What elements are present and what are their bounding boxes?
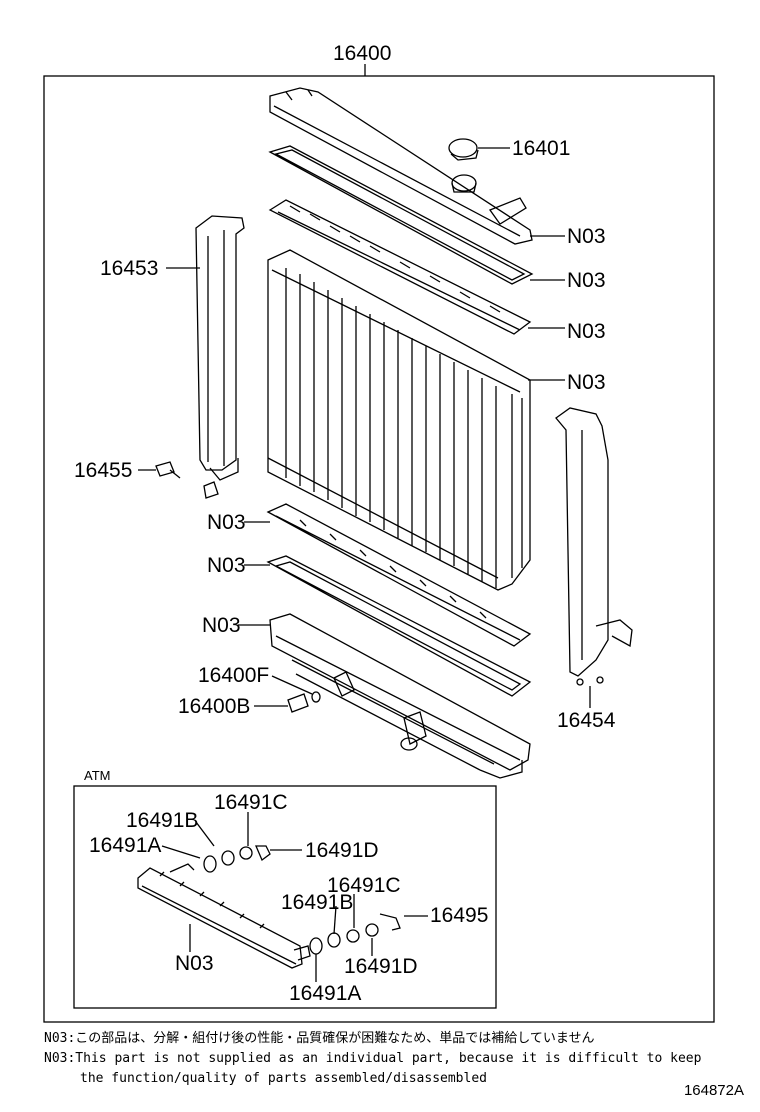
upper-tank: [269, 87, 533, 245]
label-16491B-2: 16491B: [281, 891, 353, 914]
label-16491A-2: 16491A: [289, 982, 361, 1005]
label-n03-left-3: N03: [202, 614, 241, 637]
core-plate-upper: [268, 199, 532, 335]
core-plate-lower: [266, 503, 532, 647]
label-16491D-1: 16491D: [305, 839, 379, 862]
label-n03-cooler: N03: [175, 952, 214, 975]
label-n03-right-2: N03: [567, 269, 606, 292]
leader-atm-b1: [195, 821, 215, 847]
gasket-lower: [266, 555, 532, 697]
gasket-upper: [268, 145, 534, 285]
side-support-right: [555, 407, 633, 686]
label-16400F: 16400F: [198, 664, 269, 687]
label-n03-left-2: N03: [207, 554, 246, 577]
leader-atm-b2: [333, 905, 337, 935]
label-n03-right-3: N03: [567, 320, 606, 343]
diagram-id: 164872A: [683, 1082, 744, 1099]
lower-tank: [269, 613, 531, 779]
radiator-core: [267, 249, 531, 591]
assembly-frame: [43, 75, 715, 1023]
atm-title: ATM: [84, 768, 110, 783]
label-16400B: 16400B: [178, 695, 250, 718]
note-english-2: the function/quality of parts assembled/…: [80, 1071, 487, 1086]
fittings-lower: [309, 913, 401, 955]
assembly-label: 16400: [333, 42, 391, 65]
leader-16400F: [271, 675, 313, 695]
fittings-upper: [203, 845, 271, 873]
label-n03-right-4: N03: [567, 371, 606, 394]
label-16491C-2: 16491C: [327, 874, 401, 897]
label-16455: 16455: [74, 459, 132, 482]
label-16454: 16454: [557, 709, 616, 732]
label-n03-right-1: N03: [567, 225, 606, 248]
leader-atm-a1: [161, 845, 201, 859]
label-16491A-1: 16491A: [89, 834, 161, 857]
drain-plug: [287, 691, 321, 713]
bolt-16455: [155, 461, 181, 479]
label-n03-left-1: N03: [207, 511, 246, 534]
atm-frame: [73, 785, 497, 1009]
radiator-cap: [448, 138, 479, 193]
note-english-1: N03:This part is not supplied as an indi…: [44, 1051, 702, 1066]
label-16491C-1: 16491C: [214, 791, 288, 814]
label-16491D-2: 16491D: [344, 955, 418, 978]
note-japanese: N03:この部品は、分解・組付け後の性能・品質確保が困難なため、単品では補給して…: [44, 1031, 595, 1046]
label-16453: 16453: [100, 257, 158, 280]
label-16495: 16495: [430, 904, 488, 927]
side-support-left: [195, 215, 245, 499]
oil-cooler: [137, 863, 311, 969]
label-16491B-1: 16491B: [126, 809, 198, 832]
label-16401: 16401: [512, 137, 570, 160]
